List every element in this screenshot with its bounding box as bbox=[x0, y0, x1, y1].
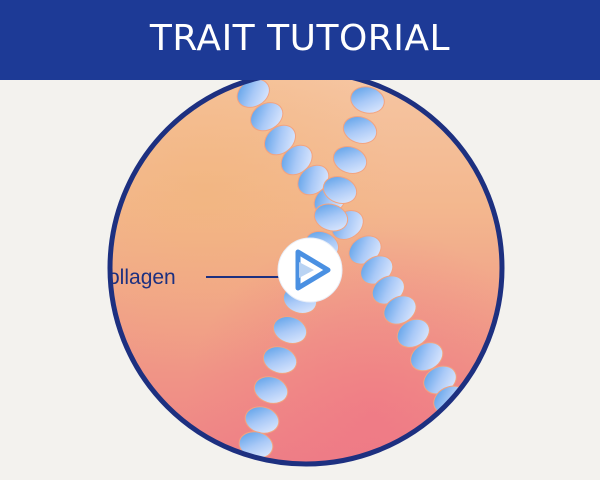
fiber-strand-left bbox=[238, 72, 393, 459]
fiber-strand-right bbox=[223, 72, 477, 435]
fiber-bead bbox=[332, 146, 368, 174]
play-icon bbox=[295, 249, 331, 291]
page-title: TRAIT TUTORIAL bbox=[149, 18, 451, 59]
fiber-bead bbox=[253, 376, 289, 404]
fiber-bead bbox=[350, 86, 385, 114]
fiber-bead bbox=[410, 342, 444, 372]
collagen-fibers bbox=[223, 72, 477, 459]
fiber-bead bbox=[322, 176, 358, 204]
fiber-bead bbox=[383, 295, 417, 325]
collagen-label: ollagen bbox=[108, 266, 176, 289]
fiber-bead bbox=[272, 316, 308, 344]
fiber-bead bbox=[342, 116, 378, 144]
fiber-bead bbox=[262, 346, 298, 374]
play-button[interactable] bbox=[277, 237, 343, 303]
fiber-bead bbox=[313, 203, 349, 232]
fiber-bead bbox=[396, 318, 430, 348]
fiber-bead bbox=[250, 102, 284, 132]
header-bar: TRAIT TUTORIAL bbox=[0, 0, 600, 80]
